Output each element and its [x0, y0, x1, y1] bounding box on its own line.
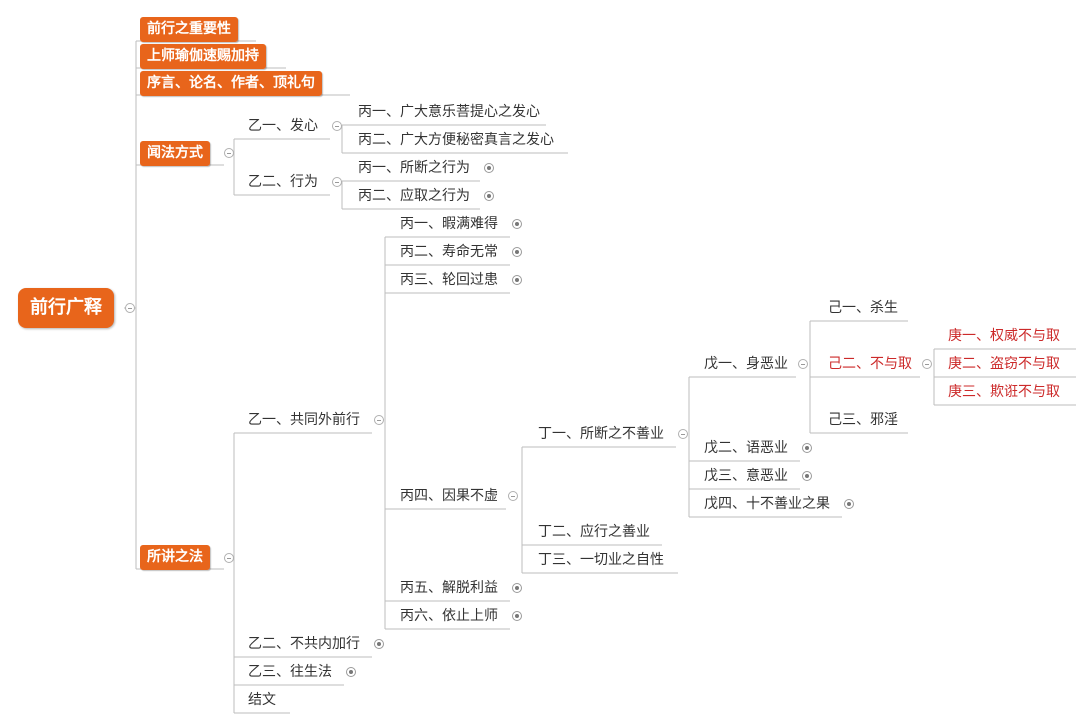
- topic-preface[interactable]: 序言、论名、作者、顶礼句: [140, 71, 322, 96]
- collapse-toggle-icon[interactable]: [678, 429, 688, 439]
- node-body-nonvirtue[interactable]: 戊一、身恶业: [702, 354, 790, 374]
- node-label: 丙一、所断之行为: [358, 160, 470, 176]
- node-label: 丙三、轮回过患: [400, 272, 498, 288]
- topic-preliminary-importance[interactable]: 前行之重要性: [140, 17, 238, 42]
- expand-toggle-icon[interactable]: [512, 611, 522, 621]
- collapse-toggle-icon[interactable]: [374, 415, 384, 425]
- expand-toggle-icon[interactable]: [346, 667, 356, 677]
- node-label: 丁二、应行之善业: [538, 524, 650, 540]
- collapse-toggle-icon[interactable]: [125, 303, 135, 313]
- collapse-toggle-icon[interactable]: [224, 553, 234, 563]
- node-label: 乙三、往生法: [248, 664, 332, 680]
- node-motivation[interactable]: 乙一、发心: [246, 116, 320, 136]
- node-label: 戊二、语恶业: [704, 440, 788, 456]
- node-label: 结文: [248, 692, 276, 708]
- node-speech-nonvirtue[interactable]: 戊二、语恶业: [702, 438, 790, 458]
- collapse-toggle-icon[interactable]: [798, 359, 808, 369]
- expand-toggle-icon[interactable]: [484, 191, 494, 201]
- collapse-toggle-icon[interactable]: [508, 491, 518, 501]
- node-rely-on-guru[interactable]: 丙六、依止上师: [398, 606, 500, 626]
- expand-toggle-icon[interactable]: [844, 499, 854, 509]
- expand-toggle-icon[interactable]: [484, 163, 494, 173]
- node-mantra-motivation[interactable]: 丙二、广大方便秘密真言之发心: [356, 130, 556, 150]
- node-phowa[interactable]: 乙三、往生法: [246, 662, 334, 682]
- node-stealing-by-deceit[interactable]: 庚三、欺诳不与取: [946, 382, 1062, 402]
- collapse-toggle-icon[interactable]: [224, 148, 234, 158]
- collapse-toggle-icon[interactable]: [332, 177, 342, 187]
- node-stealing-by-authority[interactable]: 庚一、权威不与取: [946, 326, 1062, 346]
- node-label: 己三、邪淫: [828, 412, 898, 428]
- node-label: 乙一、发心: [248, 118, 318, 134]
- node-conduct[interactable]: 乙二、行为: [246, 172, 320, 192]
- node-bodhicitta-motivation[interactable]: 丙一、广大意乐菩提心之发心: [356, 102, 542, 122]
- node-label: 丙二、应取之行为: [358, 188, 470, 204]
- expand-toggle-icon[interactable]: [512, 275, 522, 285]
- expand-toggle-icon[interactable]: [374, 639, 384, 649]
- node-stealing[interactable]: 己二、不与取: [826, 354, 914, 374]
- node-label: 丙一、暇满难得: [400, 216, 498, 232]
- node-label: 丙四、因果不虚: [400, 488, 498, 504]
- expand-toggle-icon[interactable]: [802, 471, 812, 481]
- node-label: 戊三、意恶业: [704, 468, 788, 484]
- node-conclusion[interactable]: 结文: [246, 690, 278, 710]
- topic-label: 闻法方式: [147, 145, 203, 161]
- node-label: 丙二、寿命无常: [400, 244, 498, 260]
- node-label: 乙二、不共内加行: [248, 636, 360, 652]
- node-label: 戊一、身恶业: [704, 356, 788, 372]
- topic-label: 前行之重要性: [147, 21, 231, 37]
- node-karma[interactable]: 丙四、因果不虚: [398, 486, 500, 506]
- node-adopt-conduct[interactable]: 丙二、应取之行为: [356, 186, 472, 206]
- expand-toggle-icon[interactable]: [512, 247, 522, 257]
- node-label: 戊四、十不善业之果: [704, 496, 830, 512]
- node-label: 丙二、广大方便秘密真言之发心: [358, 132, 554, 148]
- node-label: 丁一、所断之不善业: [538, 426, 664, 442]
- node-label: 丙六、依止上师: [400, 608, 498, 624]
- node-precious-human-birth[interactable]: 丙一、暇满难得: [398, 214, 500, 234]
- topic-label: 上师瑜伽速赐加持: [147, 48, 259, 64]
- node-label: 庚一、权威不与取: [948, 328, 1060, 344]
- node-stealing-by-theft[interactable]: 庚二、盗窃不与取: [946, 354, 1062, 374]
- node-label: 己二、不与取: [828, 356, 912, 372]
- topic-label: 所讲之法: [147, 549, 203, 565]
- node-liberation-benefits[interactable]: 丙五、解脱利益: [398, 578, 500, 598]
- node-killing[interactable]: 己一、杀生: [826, 298, 900, 318]
- collapse-toggle-icon[interactable]: [332, 121, 342, 131]
- node-label: 丙五、解脱利益: [400, 580, 498, 596]
- node-mind-nonvirtue[interactable]: 戊三、意恶业: [702, 466, 790, 486]
- topic-guru-yoga[interactable]: 上师瑜伽速赐加持: [140, 44, 266, 69]
- node-impermanence[interactable]: 丙二、寿命无常: [398, 242, 500, 262]
- topic-listening-method[interactable]: 闻法方式: [140, 141, 210, 166]
- node-ten-nonvirtues-result[interactable]: 戊四、十不善业之果: [702, 494, 832, 514]
- node-nature-of-karma[interactable]: 丁三、一切业之自性: [536, 550, 666, 570]
- node-label: 庚二、盗窃不与取: [948, 356, 1060, 372]
- node-virtue-to-practice[interactable]: 丁二、应行之善业: [536, 522, 652, 542]
- node-inner-preliminaries[interactable]: 乙二、不共内加行: [246, 634, 362, 654]
- node-label: 庚三、欺诳不与取: [948, 384, 1060, 400]
- node-abandon-conduct[interactable]: 丙一、所断之行为: [356, 158, 472, 178]
- topic-label: 序言、论名、作者、顶礼句: [147, 75, 315, 91]
- collapse-toggle-icon[interactable]: [922, 359, 932, 369]
- node-outer-preliminaries[interactable]: 乙一、共同外前行: [246, 410, 362, 430]
- expand-toggle-icon[interactable]: [512, 219, 522, 229]
- node-nonvirtue-to-abandon[interactable]: 丁一、所断之不善业: [536, 424, 666, 444]
- root-node[interactable]: 前行广释: [18, 288, 114, 328]
- root-label: 前行广释: [30, 297, 102, 318]
- node-samsara-suffering[interactable]: 丙三、轮回过患: [398, 270, 500, 290]
- node-label: 乙一、共同外前行: [248, 412, 360, 428]
- node-label: 丁三、一切业之自性: [538, 552, 664, 568]
- node-label: 乙二、行为: [248, 174, 318, 190]
- node-label: 丙一、广大意乐菩提心之发心: [358, 104, 540, 120]
- expand-toggle-icon[interactable]: [802, 443, 812, 453]
- topic-teaching[interactable]: 所讲之法: [140, 545, 210, 570]
- node-label: 己一、杀生: [828, 300, 898, 316]
- node-sexual-misconduct[interactable]: 己三、邪淫: [826, 410, 900, 430]
- expand-toggle-icon[interactable]: [512, 583, 522, 593]
